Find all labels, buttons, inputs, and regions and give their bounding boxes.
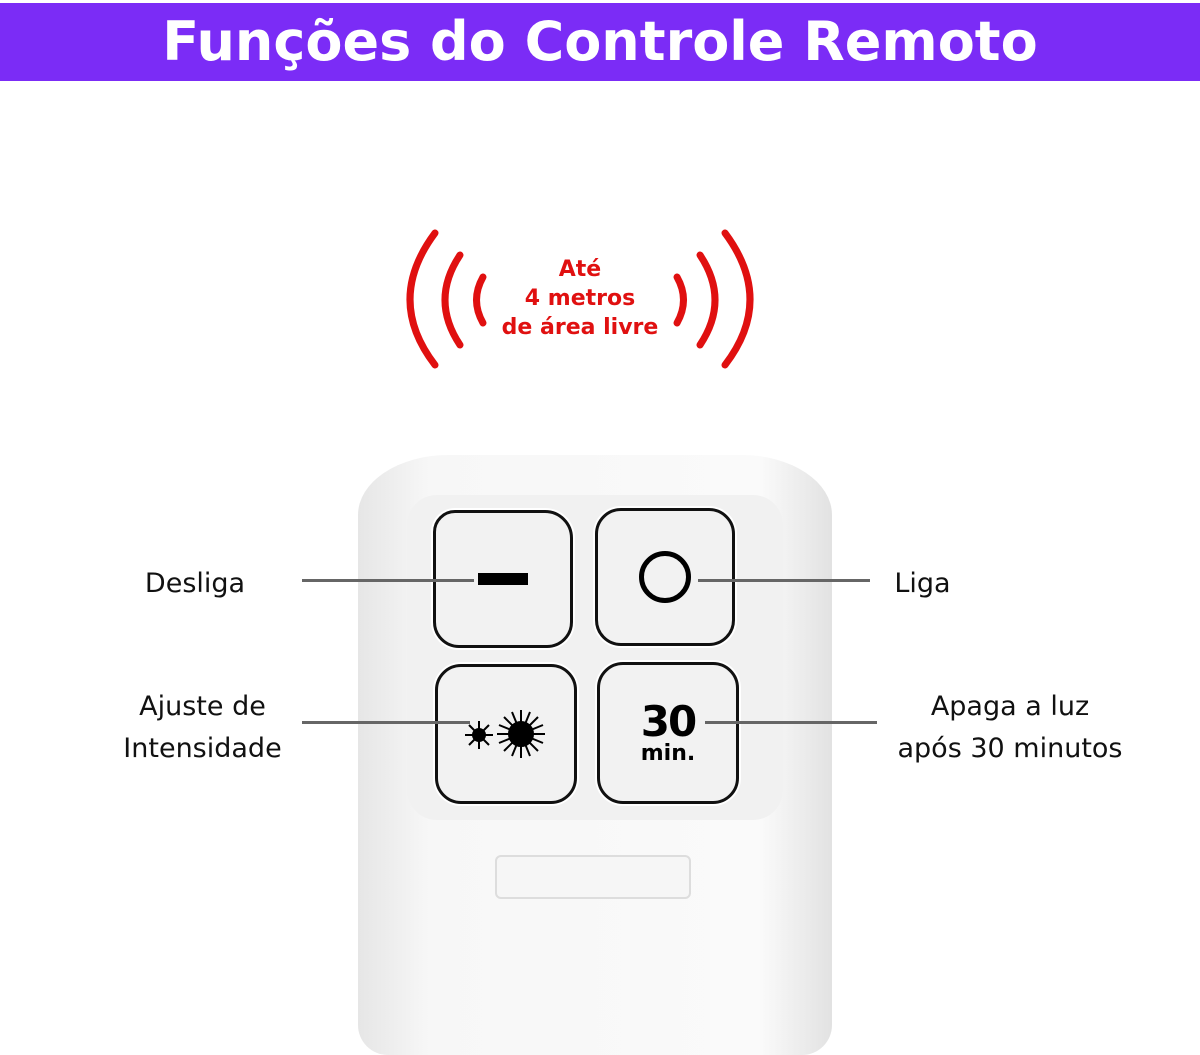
timer-label: Apaga a luz após 30 minutos [885,686,1135,770]
timer-number: 30 [640,697,697,746]
page-title: Funções do Controle Remoto [0,3,1200,81]
range-line3: de área livre [501,315,659,340]
minus-icon [478,573,528,585]
sun-icon [465,710,545,758]
timer-unit: min. [640,741,696,766]
range-line2: 4 metros [524,286,636,311]
dimmer-label-line2: Intensidade [123,733,282,764]
dimmer-button[interactable] [435,664,577,804]
range-line1: Até [558,257,602,282]
callout-line [698,579,870,582]
range-text: Até 4 metros de área livre [470,255,690,342]
on-label: Liga [894,568,951,599]
timer-button[interactable]: 30 min. [597,662,739,804]
timer-label-line1: Apaga a luz [930,691,1090,722]
callout-line [705,721,877,724]
callout-line [302,721,470,724]
circle-icon [639,551,691,603]
dimmer-label: Ajuste de Intensidade [100,686,305,770]
on-button[interactable] [595,508,735,646]
callout-line [302,579,474,582]
off-label: Desliga [144,568,246,599]
dimmer-label-line1: Ajuste de [139,691,266,722]
led-window [495,855,691,899]
signal-waves-icon [406,229,754,369]
timer-label-line2: após 30 minutos [897,733,1123,764]
